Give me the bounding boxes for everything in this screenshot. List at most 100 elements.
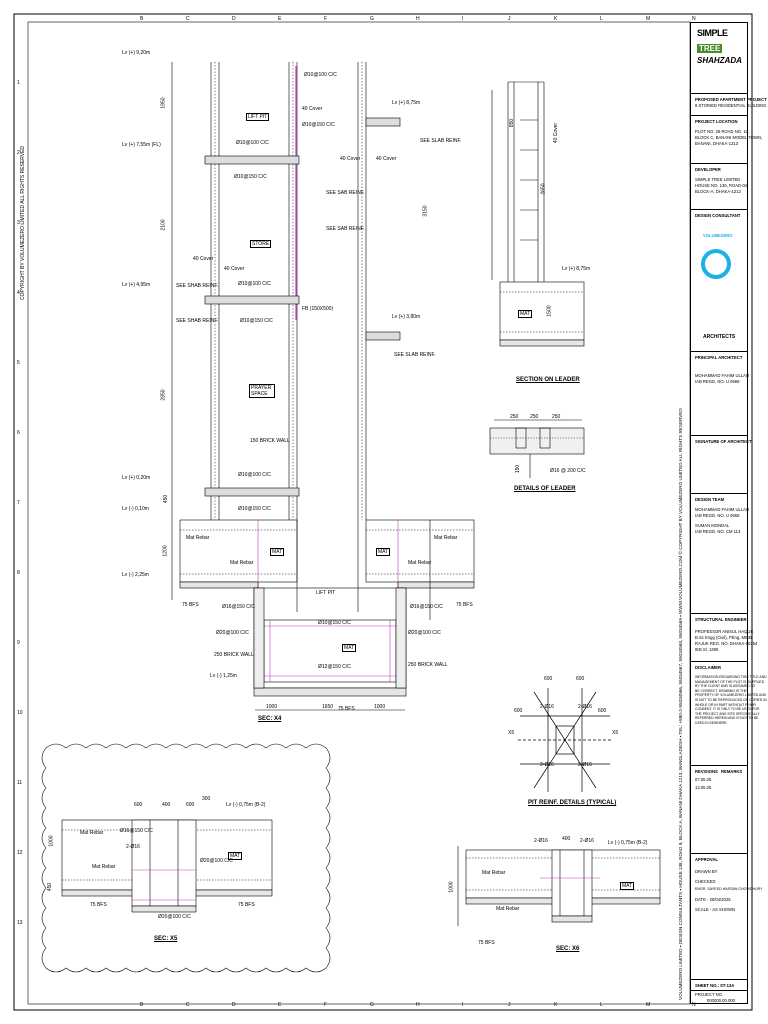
mat-label: MAT (228, 852, 243, 860)
note: Ø16@150 C/C (120, 828, 153, 834)
note: Ø20@100 C/C (408, 630, 441, 636)
note: 150 BRICK WALL (250, 438, 290, 444)
developer-label: DEVELOPER (695, 167, 721, 172)
dim-label: 600 (186, 802, 195, 808)
note: SEE SHAB REINF. (176, 283, 219, 289)
disclaimer-line: BE CORRECT. DRAWING IS THE (695, 688, 747, 693)
disclaimer-line: USED ELSEWHERE. (695, 721, 728, 725)
section-x6-title: SEC: X6 (556, 946, 580, 952)
note: Ø10@150 C/C (302, 122, 335, 128)
grid-number-left: 1 (17, 80, 20, 86)
grid-letter-top: I (462, 16, 464, 22)
project-location-line: BLOCK C, BANANI MODEL TOWN, (695, 135, 763, 140)
copyright-right: VOLUMEZERO LIMITED ▪ DESIGN CONSULTANTS … (678, 408, 683, 1000)
principal-architect-line: MOHAMMAD FAHIM ULLAH (695, 373, 749, 378)
grid-letter-bottom: J (508, 1002, 511, 1008)
structural-engineer-line: RAJUK REG. NO. DHAKA-00354 (695, 641, 758, 646)
dim-label: 450 (47, 882, 54, 892)
section-x5-title: SEC: X5 (154, 936, 178, 942)
disclaimer-line: PROPERTY OF VOLUMEZERO LIMITED AND (695, 693, 767, 698)
section-x6-drawing (457, 846, 661, 926)
grid-number-left: 3 (17, 220, 20, 226)
note: SEE SHAB REINF. (176, 318, 219, 324)
logo-shahzada: SHAHZADA (697, 56, 742, 65)
grid-number-left: 10 (17, 710, 23, 716)
dim-label: 400 (162, 802, 171, 808)
mat-label: MAT (270, 548, 285, 556)
note: Mat Rebar (230, 560, 254, 566)
grid-letter-bottom: B (140, 1002, 144, 1008)
note: 75 BFS (238, 902, 255, 908)
scale-line: SCALE - AS SHOWN (695, 907, 736, 912)
bar-label: 2-Ø16 (578, 704, 592, 710)
note: SEE SLAB REINF. (420, 138, 462, 144)
level-label: Lv (+) 7,55m (FL) (122, 142, 161, 148)
note: Mat Rebar (496, 906, 520, 912)
grid-letter-top: F (324, 16, 328, 22)
section-x4-drawing (171, 62, 475, 711)
mat-label: MAT (620, 882, 635, 890)
project-location-line: PLOT NO. 28 ROAD NO. 10, (695, 129, 750, 134)
level-label: Lv (-) 0,75m (B-2) (608, 840, 648, 846)
note: Mat Rebar (408, 560, 432, 566)
dim-label: 600 (514, 708, 523, 714)
grid-letter-top: K (554, 16, 558, 22)
grid-letter-bottom: E (278, 1002, 282, 1008)
grid-number-left: 2 (17, 150, 20, 156)
signature-label: SIGNATURE OF ARCHITECT (695, 439, 752, 444)
disclaimer-label: DISCLAIMER (695, 665, 722, 670)
grid-letter-bottom: C (186, 1002, 190, 1008)
note: Ø16@150 C/C (222, 604, 255, 610)
note: Ø10@100 C/C (238, 281, 271, 287)
structural-engineer-line: IEB Sl. 1399 (695, 647, 719, 652)
note: Ø16 @ 200 C/C (550, 468, 586, 474)
pit-reinf-drawing (518, 688, 612, 792)
remarks-label: REMARKS (721, 769, 743, 774)
dim-label: 1000 (48, 835, 55, 847)
section-leader-title: SECTION ON LEADER (516, 377, 580, 383)
note: 75 BFS (182, 602, 199, 608)
note: FB (150X500) (302, 306, 334, 312)
simpletree-logo: SIMPLE TREE SHAHZADA (697, 29, 742, 66)
dim-label: 1200 (162, 545, 169, 557)
section-x5-drawing (41, 743, 331, 973)
note: Ø10@100 C/C (236, 140, 269, 146)
note: 40 Cover (553, 122, 560, 144)
level-label: Lv (-) 1,25m (210, 673, 237, 679)
copyright-left: COPYRIGHT BY VOLUMEZERO LIMITED ALL RIGH… (20, 145, 26, 300)
note: Ø12@150 C/C (318, 664, 351, 670)
note: SEE SAB REINF. (326, 226, 365, 232)
grid-letter-top: D (232, 16, 236, 22)
note: Mat Rebar (80, 830, 104, 836)
details-leader-title: DETAILS OF LEADER (514, 486, 576, 492)
bar-label: 2-Ø16 (578, 762, 592, 768)
design-team-label: DESIGN TEAM (695, 497, 725, 502)
level-label: Lv (+) 8,75m (562, 266, 591, 272)
note: 40 Cover (224, 266, 245, 272)
note: Ø10@100 C/C (304, 72, 337, 78)
bar-label: 2-Ø16 (540, 762, 554, 768)
grid-number-left: 4 (17, 290, 20, 296)
level-label: Lv (+) 9,20m (122, 50, 151, 56)
design-team-line: IAB REGD. NO. CM 113 (695, 529, 741, 534)
volumezero-logo-icon (701, 249, 731, 279)
grid-letter-bottom: G (370, 1002, 374, 1008)
dim-label: 3150 (422, 205, 429, 217)
note: 40 Cover (193, 256, 214, 262)
disclaimer-line: REFERRED HEREIN AND IS NOT TO BE (695, 716, 759, 721)
structural-engineer-label: STRUCTURAL ENGINEER (695, 617, 747, 622)
section-x4-title: SEC: X4 (258, 716, 282, 722)
principal-architect-line: IAB REGD. NO. U 0668 (695, 379, 740, 384)
note: SEE SLAB REINF. (394, 352, 436, 358)
grid-number-left: 11 (17, 780, 23, 786)
checked-label: CHECKED (695, 879, 716, 884)
grid-letter-bottom: M (646, 1002, 651, 1008)
disclaimer-line: IS NOT TO BE REPRODUCED OR COPIED IN (695, 698, 767, 702)
note: Mat Rebar (92, 864, 116, 870)
design-team-line: SUMAN MONDAL (695, 523, 730, 528)
dim-label: 850 (509, 118, 516, 128)
revisions-label: REVISIONS (695, 769, 718, 774)
dim-label: 2100 (160, 219, 167, 231)
